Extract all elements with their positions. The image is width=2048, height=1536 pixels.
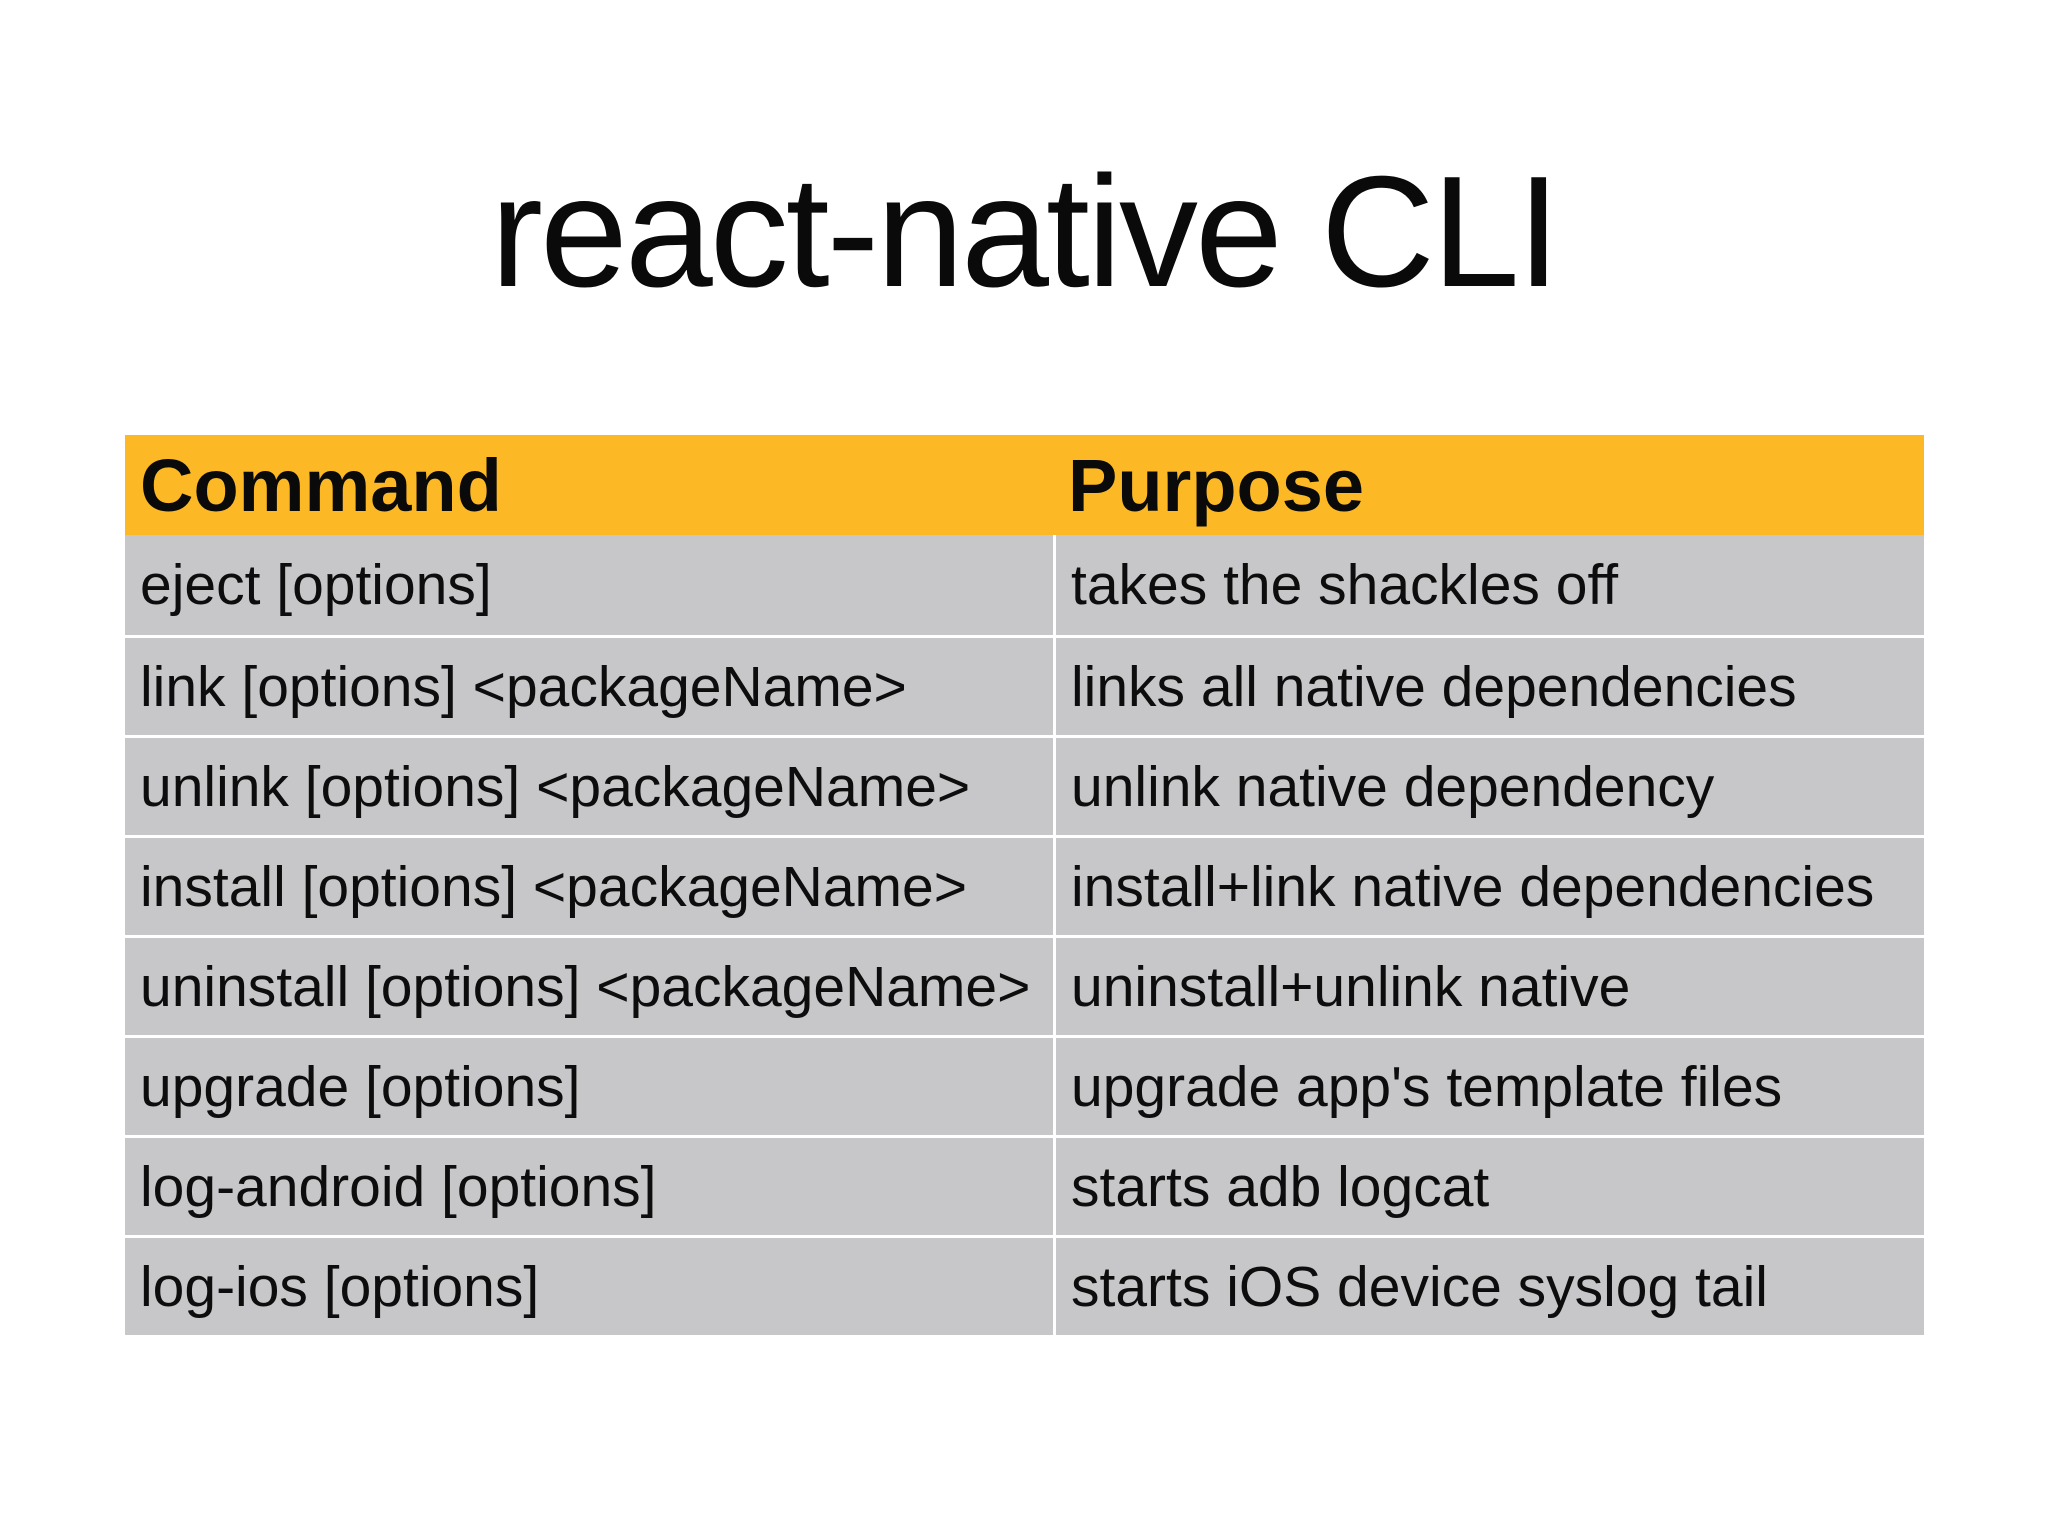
table-row: unlink [options] <packageName> unlink na…	[125, 735, 1924, 835]
purpose-cell: links all native dependencies	[1053, 638, 1924, 735]
table-row: eject [options] takes the shackles off	[125, 535, 1924, 635]
column-header-command: Command	[140, 443, 502, 527]
purpose-cell: install+link native dependencies	[1053, 838, 1924, 935]
command-cell: eject [options]	[140, 553, 492, 617]
table-row: upgrade [options] upgrade app's template…	[125, 1035, 1924, 1135]
command-cell: install [options] <packageName>	[140, 854, 968, 919]
purpose-cell: takes the shackles off	[1053, 535, 1924, 635]
table-header-row: Command Purpose	[125, 435, 1924, 535]
cli-commands-table: Command Purpose eject [options] takes th…	[125, 435, 1924, 1335]
page-title: react-native CLI	[490, 144, 1560, 320]
purpose-cell: upgrade app's template files	[1053, 1038, 1924, 1135]
purpose-cell: starts iOS device syslog tail	[1053, 1238, 1924, 1335]
table-row: link [options] <packageName> links all n…	[125, 635, 1924, 735]
command-cell: log-ios [options]	[140, 1254, 540, 1319]
command-cell: uninstall [options] <packageName>	[140, 954, 1031, 1019]
table-row: log-android [options] starts adb logcat	[125, 1135, 1924, 1235]
purpose-cell: unlink native dependency	[1053, 738, 1924, 835]
purpose-cell: uninstall+unlink native	[1053, 938, 1924, 1035]
command-cell: link [options] <packageName>	[140, 654, 907, 719]
command-cell: unlink [options] <packageName>	[140, 754, 971, 819]
purpose-cell: starts adb logcat	[1053, 1138, 1924, 1235]
table-row: log-ios [options] starts iOS device sysl…	[125, 1235, 1924, 1335]
column-header-purpose: Purpose	[1068, 443, 1365, 527]
command-cell: upgrade [options]	[140, 1054, 581, 1119]
command-cell: log-android [options]	[140, 1154, 657, 1219]
table-row: install [options] <packageName> install+…	[125, 835, 1924, 935]
table-row: uninstall [options] <packageName> uninst…	[125, 935, 1924, 1035]
